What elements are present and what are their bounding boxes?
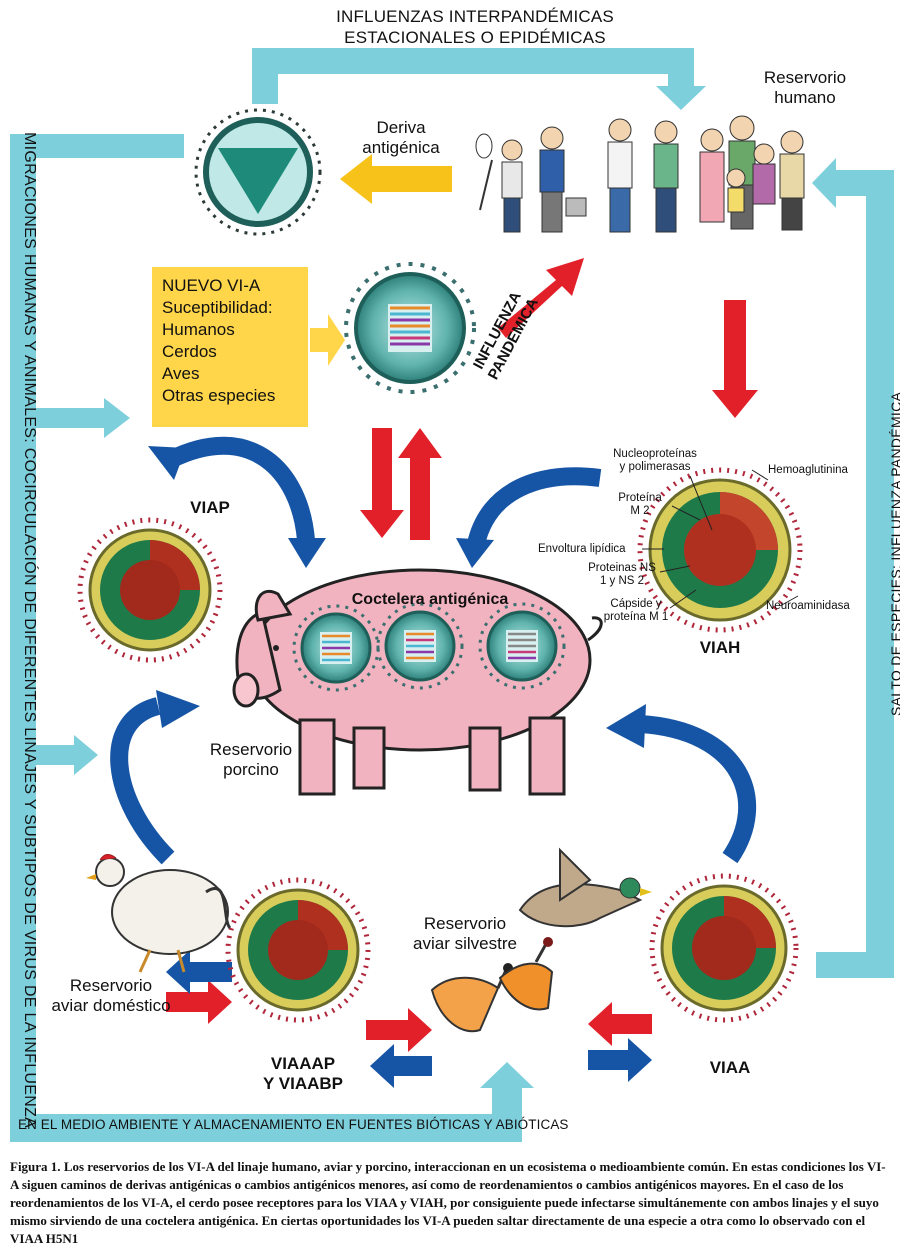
down-to-pig-arrow: [360, 428, 404, 538]
nuevo-box-item: Humanos: [162, 320, 235, 339]
human-down-arrow: [712, 300, 758, 418]
left-teal-band: [10, 134, 184, 1142]
influenza-pandemica-arrow: [498, 258, 584, 338]
reservorio-humano-line2: humano: [774, 88, 836, 107]
neuroaminidasa-label: Neuroaminidasa: [766, 600, 850, 612]
virus-icon-pig-3: [478, 602, 566, 690]
nuevo-box-item: Aves: [162, 364, 200, 383]
to-ducks-arrow: [366, 1008, 432, 1052]
reservorio-porcino-line2: porcino: [223, 760, 279, 779]
virus-icon-pig-1: [292, 604, 380, 692]
viap-label: VIAP: [190, 498, 230, 517]
capside-line2: proteína M 1: [603, 611, 669, 623]
reservorio-porcino-line1: Reservorio: [209, 740, 293, 759]
hemoaglutinina-label: Hemoaglutinina: [768, 464, 848, 476]
reservorio-humano-label: Reservorio humano: [750, 68, 860, 108]
nucleo-line2: y polimerasas: [619, 461, 691, 473]
viah-leader-lines: [642, 469, 799, 609]
envoltura-label: Envoltura lipídica: [538, 543, 626, 555]
to-viaa-arrow-blue: [588, 1038, 652, 1082]
deriva-label: Deriva antigénica: [356, 118, 446, 158]
proteina-m2-line1: Proteína: [618, 492, 662, 504]
deriva-arrow: [340, 154, 452, 204]
figure-caption-text: Los reservorios de los VI-A del linaje h…: [10, 1159, 886, 1246]
reservorio-silvestre-label: Reservorio aviar silvestre: [400, 914, 530, 954]
coctelera-label: Coctelera antigénica: [351, 591, 509, 608]
to-chicken-virus-arrow: [166, 980, 232, 1024]
proteina-m2-line2: M 2: [630, 505, 650, 517]
reservorio-domestico-label: Reservorio aviar doméstico: [44, 976, 178, 1016]
duck-icon-flying: [518, 847, 652, 928]
top-title-line2: ESTACIONALES O EPIDÉMICAS: [344, 28, 606, 47]
viah-label: VIAH: [699, 638, 741, 657]
virus-icon-top: [194, 108, 322, 236]
figure-label: Figura 1.: [10, 1159, 61, 1174]
duck-icon-orange-2: [498, 937, 554, 1011]
nuevo-box-item: Otras especies: [162, 386, 276, 405]
viaaap-label: VIAAAP Y VIAABP: [248, 1054, 358, 1094]
right-teal-band: [812, 158, 894, 978]
people-icon: [475, 115, 805, 233]
bottom-teal-band: [10, 1062, 534, 1142]
nuevo-box-title: NUEVO VI-A: [162, 276, 261, 295]
nucleoproteinas-label: Nucleoproteínas y polimerasas: [590, 448, 720, 474]
virus-icon-viah: [637, 467, 803, 633]
figure-caption: Figura 1. Los reservorios de los VI-A de…: [10, 1158, 892, 1248]
reservorio-domestico-line1: Reservorio: [69, 976, 153, 995]
virus-icon-new: [344, 262, 476, 394]
right-vertical-label: SALTO DE ESPECIES: INFLUENZA PANDÉMICA: [888, 391, 900, 716]
capside-line1: Cápside y: [610, 598, 662, 610]
nuevo-via-box: NUEVO VI-A Suceptibilidad: Humanos Cerdo…: [152, 267, 308, 427]
virus-icon-viap: [77, 517, 223, 663]
reservorio-humano-line1: Reservorio: [763, 68, 847, 87]
reservorio-silvestre-line1: Reservorio: [423, 914, 507, 933]
proteinas-ns-label: Proteinas NS 1 y NS 2: [584, 562, 660, 588]
deriva-line2: antigénica: [362, 138, 440, 157]
top-teal-band: [252, 48, 706, 110]
reservorio-domestico-line2: aviar doméstico: [51, 996, 171, 1015]
chicken-icon: [86, 854, 232, 973]
deriva-line1: Deriva: [376, 118, 426, 137]
curved-arrow-heads: [148, 446, 646, 748]
virus-icon-viaa: [649, 873, 799, 1023]
bottom-band-label: EN EL MEDIO AMBIENTE Y ALMACENAMIENTO EN…: [18, 1117, 569, 1132]
box-to-virus-arrow: [310, 314, 345, 366]
viaaap-line2: Y VIAABP: [263, 1074, 343, 1093]
up-from-pig-arrow: [398, 428, 442, 540]
virus-icon-viaaap: [225, 877, 371, 1023]
proteina-m2-label: Proteína M 2: [608, 492, 672, 518]
from-ducks-arrow: [370, 1044, 432, 1088]
viaa-label: VIAA: [709, 1058, 751, 1077]
nuevo-box-susceptibilidad: Suceptibilidad:: [162, 298, 273, 317]
viaaap-line1: VIAAAP: [270, 1054, 336, 1073]
ns-line1: Proteinas NS: [588, 562, 656, 574]
curved-blue-arrows: [110, 436, 756, 865]
top-band-title: INFLUENZAS INTERPANDÉMICAS ESTACIONALES …: [250, 6, 700, 48]
left-vertical-label: MIGRACIONES HUMANAS Y ANIMALES: COCIRCUL…: [21, 132, 38, 1129]
top-title-line1: INFLUENZAS INTERPANDÉMICAS: [336, 7, 614, 26]
virus-icon-pig-2: [376, 602, 464, 690]
duck-icon-orange-1: [430, 963, 513, 1033]
ns-line2: 1 y NS 2: [599, 575, 645, 587]
to-viaa-arrow-red: [588, 1002, 652, 1046]
reservorio-porcino-label: Reservorio porcino: [196, 740, 306, 780]
nucleo-line1: Nucleoproteínas: [613, 448, 697, 460]
reservorio-silvestre-line2: aviar silvestre: [413, 934, 517, 953]
nuevo-box-item: Cerdos: [162, 342, 217, 361]
capside-label: Cápside y proteína M 1: [598, 598, 674, 624]
